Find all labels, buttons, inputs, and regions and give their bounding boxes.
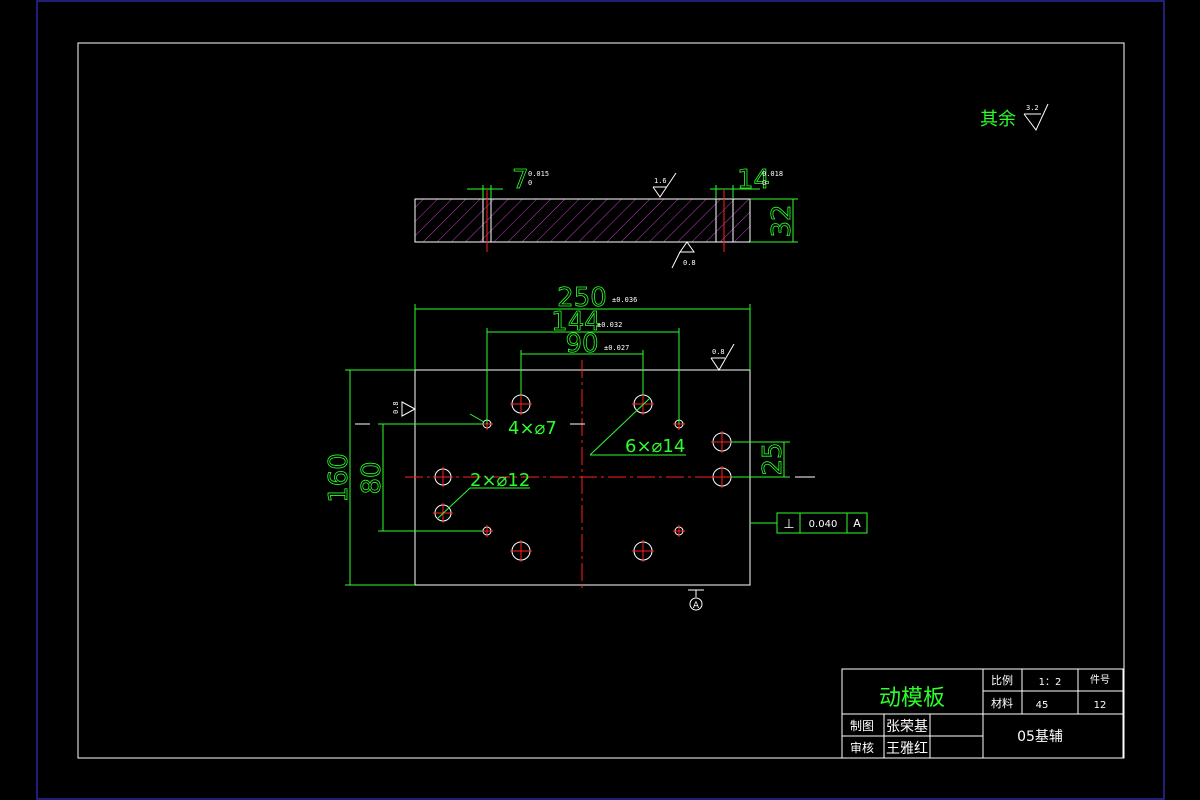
- scale-label: 比例: [991, 673, 1013, 687]
- holes-d14: [510, 393, 733, 562]
- plan-roughness-left: 0.8: [392, 401, 400, 414]
- side-roughness-bottom: 0.8: [683, 259, 696, 267]
- datum-icon: [689, 597, 703, 611]
- scale-value: 1：2: [1039, 677, 1062, 688]
- label-2x12: 2×⌀12: [470, 470, 530, 491]
- drawn-by: 张荣基: [886, 718, 928, 735]
- dim-width-tol: ±0.036: [612, 296, 637, 304]
- dim-right-tol-upper: 0.018: [762, 170, 783, 178]
- checked-label: 审核: [850, 740, 874, 755]
- checked-by: 王雅红: [886, 741, 928, 757]
- drawn-label: 制图: [850, 719, 874, 733]
- gdt-frame: [776, 512, 868, 534]
- section-hatched-body: [414, 198, 751, 243]
- title-block: 动模板 比例 1：2 件号 12 材料 45 制图 张荣基 审核 王雅红 05基…: [841, 668, 1124, 759]
- dim-thickness: 32: [767, 204, 797, 237]
- gdt-perpendicularity-icon: ⊥: [783, 517, 794, 532]
- sheet-outer-border: [36, 0, 1165, 800]
- label-6x14: 6×⌀14: [625, 436, 685, 457]
- plan-roughness-top-icon: [710, 343, 735, 371]
- dim-left-tol-upper: 0.015: [528, 170, 549, 178]
- dim-90-tol: ±0.027: [604, 344, 629, 352]
- gdt-datum: A: [853, 517, 861, 530]
- dim-right-hole: 14: [737, 165, 770, 195]
- label-4x7: 4×⌀7: [508, 418, 557, 439]
- dim-144: 144: [551, 307, 601, 337]
- dim-80: 80: [357, 461, 387, 494]
- dim-144-tol: ±0.032: [597, 321, 622, 329]
- side-roughness-top: 1.6: [654, 177, 667, 185]
- roughness-bottom-icon: [679, 241, 695, 253]
- material-label: 材料: [991, 696, 1013, 710]
- holes-d12: [433, 467, 453, 523]
- rest-roughness-label: 其余: [980, 109, 1016, 130]
- drawing-frame: [77, 42, 1125, 759]
- gdt-value: 0.040: [809, 519, 838, 530]
- dim-25: 25: [758, 442, 788, 475]
- dim-left-hole: 7: [512, 165, 529, 195]
- plan-roughness-left-icon: [401, 401, 417, 417]
- dim-90: 90: [565, 329, 598, 359]
- plan-view: 250 ±0.036 144 ±0.032 90 ±0.027 160 80 2…: [324, 283, 868, 611]
- rest-roughness-note: 其余 3.2: [980, 103, 1049, 131]
- dim-height: 160: [324, 453, 354, 503]
- side-section-view: 7 0.015 0 14 0.018 0 32 1.6 0.8: [414, 165, 798, 269]
- roughness-symbol-icon: [1023, 103, 1049, 131]
- part-no-label: 件号: [1090, 674, 1110, 686]
- part-name: 动模板: [879, 686, 945, 711]
- dim-right-tol-lower: 0: [762, 179, 766, 187]
- dim-left-tol-lower: 0: [528, 179, 532, 187]
- roughness-top-icon: [652, 172, 677, 198]
- dim-width: 250: [557, 283, 607, 313]
- datum-label: A: [693, 601, 700, 611]
- plan-roughness-top: 0.8: [712, 348, 725, 356]
- rest-roughness-value: 3.2: [1026, 104, 1039, 112]
- part-no-value: 12: [1094, 700, 1107, 711]
- organization: 05基辅: [1017, 728, 1063, 745]
- material-value: 45: [1036, 700, 1049, 711]
